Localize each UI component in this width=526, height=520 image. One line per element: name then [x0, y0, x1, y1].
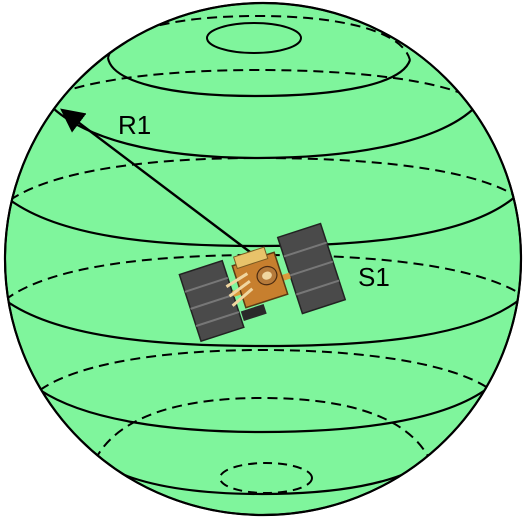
latitude-6-back	[94, 396, 431, 461]
latitude-cap-top	[206, 22, 302, 54]
latitude-5-front	[39, 387, 489, 434]
satellite-icon	[178, 222, 347, 343]
satellite-label: S1	[358, 262, 390, 292]
latitude-cap-bottom	[219, 462, 313, 494]
latitude-3-front	[9, 195, 517, 248]
sphere-outline	[3, 1, 523, 517]
latitude-2-back	[44, 68, 481, 103]
radius-label: R1	[118, 110, 151, 140]
latitude-3-back	[9, 156, 517, 201]
radius-arrow	[60, 108, 251, 253]
latitude-4-front	[5, 295, 521, 348]
latitude-5-back	[39, 348, 489, 391]
latitude-6-front	[94, 459, 431, 496]
latitude-1-back	[107, 14, 411, 61]
